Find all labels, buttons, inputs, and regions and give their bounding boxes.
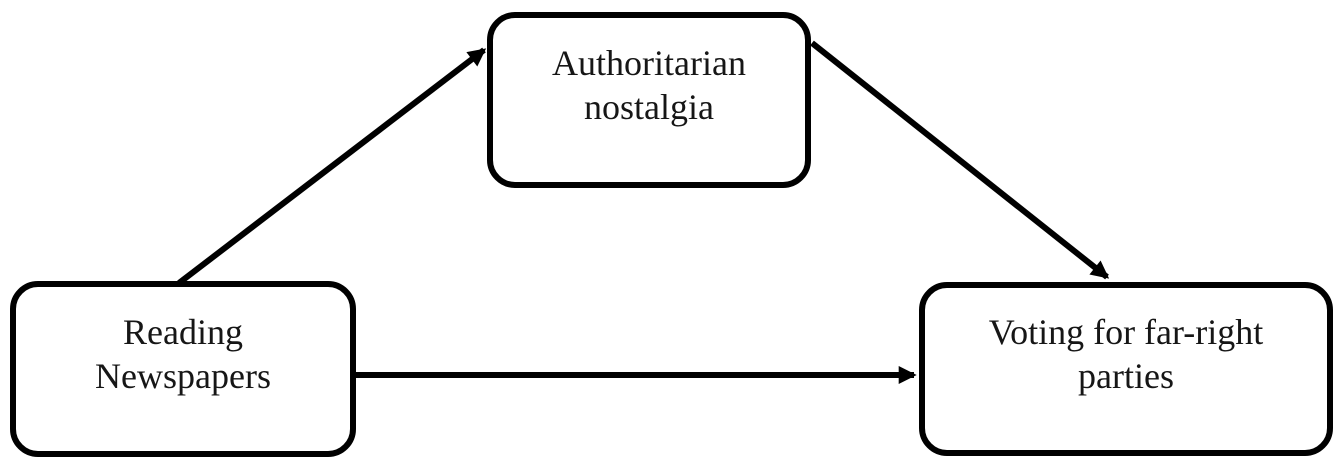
node-label-line: nostalgia xyxy=(584,87,714,127)
node-authoritarian-nostalgia: Authoritarian nostalgia xyxy=(487,12,811,188)
node-label-line: Reading xyxy=(123,312,243,352)
node-reading-newspapers: Reading Newspapers xyxy=(10,281,356,457)
node-label-line: parties xyxy=(1078,356,1174,396)
node-voting-far-right: Voting for far-right parties xyxy=(919,282,1333,456)
node-label-line: Voting for far-right xyxy=(988,312,1264,352)
arrow-reading-to-nostalgia xyxy=(177,47,487,286)
node-label-line: Newspapers xyxy=(95,356,271,396)
arrow-nostalgia-to-voting xyxy=(810,40,1110,280)
node-label-line: Authoritarian xyxy=(552,43,746,83)
